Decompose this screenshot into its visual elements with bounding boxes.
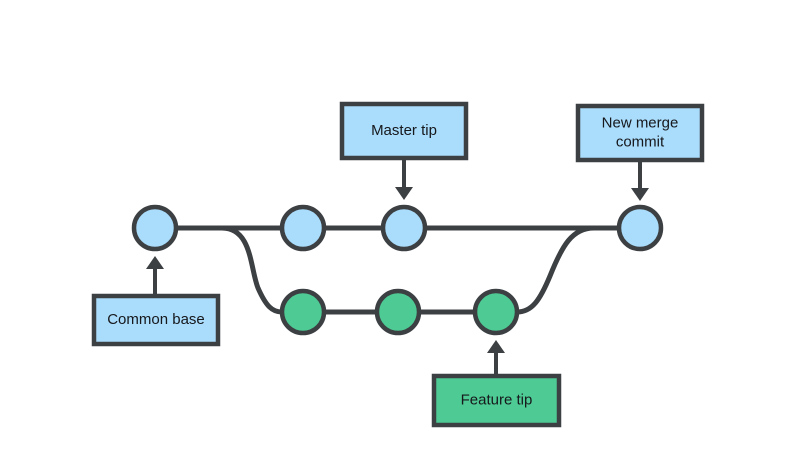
label-box-common-base[interactable]: Common base	[91, 293, 221, 347]
commit-node-feature-3[interactable]	[472, 288, 520, 336]
label-box-feature-tip[interactable]: Feature tip	[431, 373, 562, 428]
label-text-master-tip: Master tip	[371, 122, 437, 139]
commit-node-master-2[interactable]	[380, 204, 428, 252]
label-box-master-tip[interactable]: Master tip	[339, 101, 469, 161]
label-rect-new-merge-commit[interactable]	[575, 103, 705, 163]
edge-merge-curve	[514, 225, 597, 315]
edge-branch-curve	[219, 225, 285, 315]
label-rect-common-base[interactable]	[91, 293, 221, 347]
arrow-head-icon-master-tip	[395, 187, 413, 200]
label-text-feature-tip: Feature tip	[461, 391, 533, 408]
label-box-new-merge-commit[interactable]: New merge commit	[575, 103, 705, 163]
label-rect-master-tip[interactable]	[339, 101, 469, 161]
commit-node-feature-2[interactable]	[374, 288, 422, 336]
arrow-head-icon-feature-tip	[487, 340, 505, 353]
commit-node-base[interactable]	[131, 204, 179, 252]
commit-node-master-1[interactable]	[279, 204, 327, 252]
label-rect-feature-tip[interactable]	[431, 373, 562, 428]
arrow-common-base	[146, 256, 164, 294]
label-text-common-base: Common base	[107, 311, 205, 328]
commits-layer	[131, 204, 664, 336]
arrow-head-icon-new-merge-commit	[631, 188, 649, 201]
label-text-new-merge-commit: New merge	[602, 114, 679, 131]
commit-node-feature-1[interactable]	[279, 288, 327, 336]
arrows-layer	[146, 160, 649, 374]
arrow-feature-tip	[487, 340, 505, 374]
commit-node-merge[interactable]	[616, 204, 664, 252]
arrow-new-merge-commit	[631, 162, 649, 201]
arrow-head-icon-common-base	[146, 256, 164, 269]
arrow-master-tip	[395, 160, 413, 200]
label-text-new-merge-commit: commit	[616, 133, 665, 150]
